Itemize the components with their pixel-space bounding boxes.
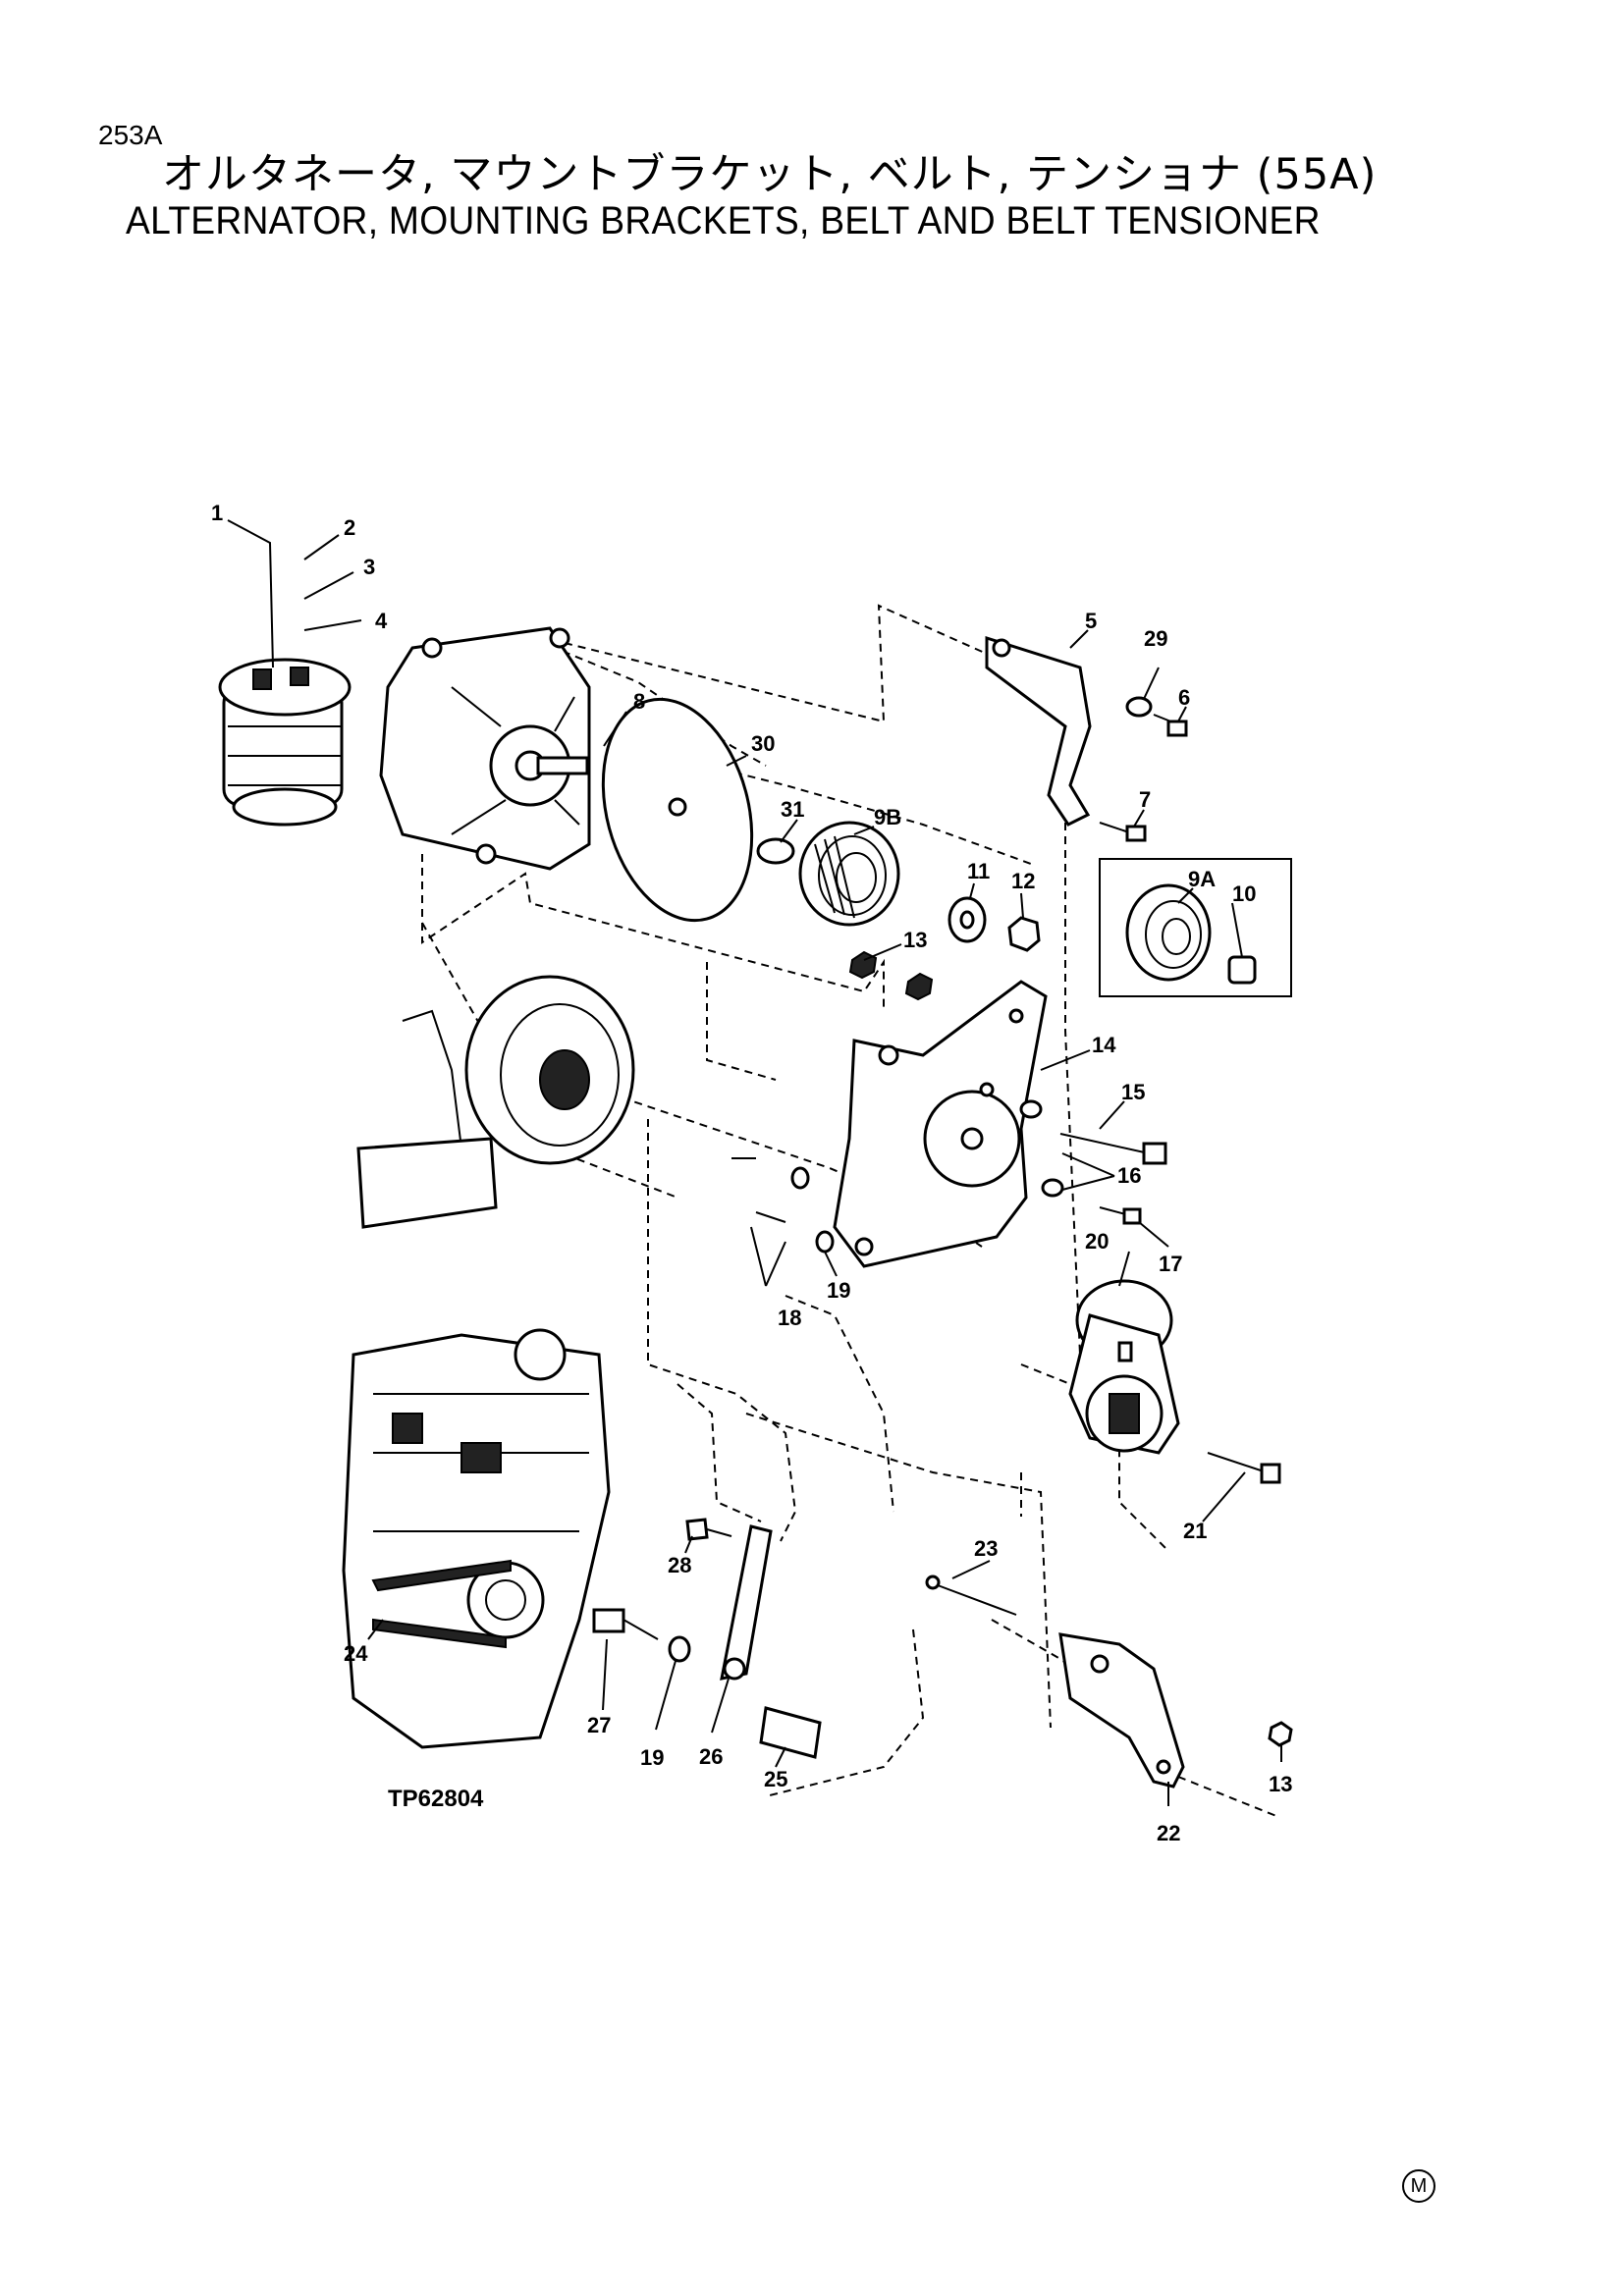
callout-12: 12 (1011, 869, 1035, 893)
callout-30: 30 (751, 731, 775, 756)
callout-13-upper: 13 (903, 928, 927, 952)
callout-9b: 9B (874, 805, 901, 829)
callout-10: 10 (1232, 881, 1256, 906)
callout-21: 21 (1183, 1519, 1207, 1543)
callout-13-lower: 13 (1269, 1772, 1292, 1796)
figure-id: TP62804 (388, 1786, 484, 1812)
callout-19-upper: 19 (827, 1278, 850, 1303)
alternator-assembled-icon (218, 658, 352, 827)
callout-5: 5 (1085, 609, 1097, 633)
callout-1: 1 (211, 501, 223, 525)
upper-bracket-icon (985, 635, 1188, 842)
callout-4: 4 (375, 609, 388, 633)
callout-20: 20 (1085, 1229, 1109, 1254)
callout-16: 16 (1117, 1163, 1141, 1188)
callout-8: 8 (633, 689, 645, 714)
callout-labels: 1 2 3 4 5 29 6 8 30 7 31 9B 11 12 9A 10 … (211, 501, 1292, 1845)
fan-disc-icon (601, 697, 754, 923)
lower-mounting-parts-icon (592, 1518, 1293, 1789)
callout-19-lower: 19 (640, 1745, 664, 1770)
callout-27: 27 (587, 1713, 611, 1737)
callout-3: 3 (363, 555, 375, 579)
callout-25: 25 (764, 1767, 787, 1791)
corner-mark: M (1402, 2169, 1435, 2203)
callout-9a: 9A (1188, 867, 1216, 891)
belt-tensioner-20-icon (1068, 1279, 1281, 1484)
callout-22: 22 (1157, 1821, 1180, 1845)
page-title-english: ALTERNATOR, MOUNTING BRACKETS, BELT AND … (126, 199, 1321, 242)
callout-29: 29 (1144, 626, 1167, 651)
callout-11: 11 (967, 859, 990, 883)
callout-18: 18 (778, 1306, 801, 1330)
callout-leader-lines (227, 519, 1282, 1806)
tensioner-bracket-14-icon (833, 980, 1048, 1268)
callout-28: 28 (668, 1553, 691, 1577)
callout-14: 14 (1092, 1033, 1116, 1057)
inset-pulley-9a-box (1099, 858, 1292, 997)
crank-pulley-section-icon (356, 975, 635, 1229)
callout-2: 2 (344, 515, 355, 540)
callout-26: 26 (699, 1744, 723, 1769)
nuts-13-icon (848, 950, 934, 1001)
callout-7: 7 (1139, 787, 1151, 812)
callout-31: 31 (781, 797, 804, 822)
bolts-18-washers-19-icon (731, 1157, 835, 1287)
page-code: 253A (98, 120, 163, 150)
engine-assembly-icon (342, 1328, 611, 1749)
callout-24: 24 (344, 1641, 368, 1666)
alternator-housing-icon (379, 626, 591, 871)
page-title-japanese: オルタネータ, マウントブラケット, ベルト, テンショナ (55A) (162, 150, 1378, 199)
pulley-9b-icon (756, 821, 900, 927)
callout-17: 17 (1159, 1252, 1182, 1276)
washer-nut-icon (947, 896, 1041, 952)
bolt-15-washers-16-bolt-17-icon (1019, 1099, 1167, 1225)
callout-15: 15 (1121, 1080, 1145, 1104)
callout-23: 23 (974, 1536, 998, 1561)
callout-6: 6 (1178, 685, 1190, 710)
